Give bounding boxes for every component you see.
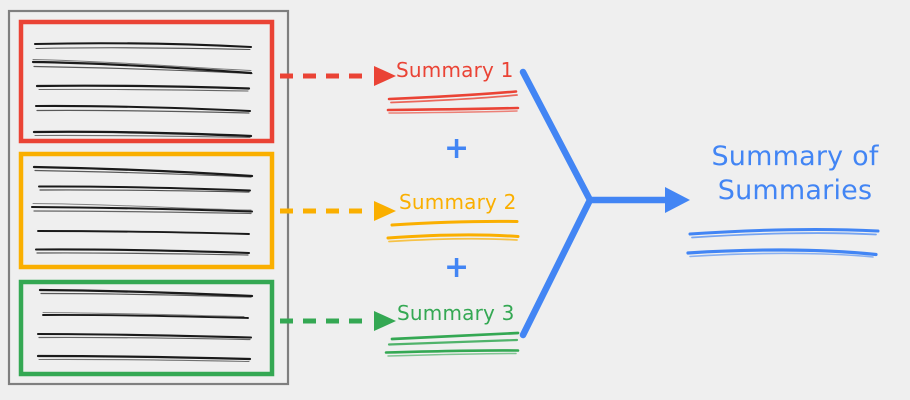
summary-of-summaries-label: Summary of Summaries [711,141,879,206]
merge-connector-arrow [519,68,690,339]
summary-1-scribble [386,90,520,114]
document-chunk-green[interactable] [18,279,275,377]
document-chunk-amber[interactable] [18,151,275,270]
summary-3-scribble [384,331,520,357]
plus-operator-icon-2: + [444,250,470,285]
plus-operator-icon-1: + [444,131,470,166]
document-chunk-red[interactable] [18,19,275,144]
summary-2-label: Summary 2 [399,190,517,214]
chunk-amber-text-lines [30,165,254,256]
chunk-red-text-lines [31,42,253,139]
arrow-chunk-amber-to-summary [280,201,396,221]
summary-3-label: Summary 3 [397,301,515,325]
arrow-chunk-red-to-summary [280,66,396,86]
summary-2-scribble [386,219,520,243]
summary-1-label: Summary 1 [396,58,514,82]
final-summary-scribble [686,228,880,258]
arrow-chunk-green-to-summary [280,311,396,331]
chunk-green-text-lines [36,288,254,363]
